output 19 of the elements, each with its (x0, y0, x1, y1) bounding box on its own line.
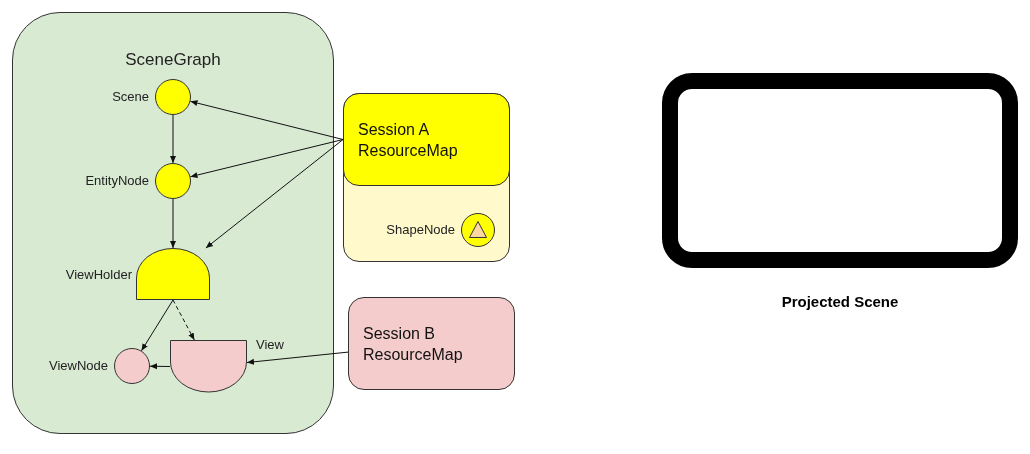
node-label: Session A ResourceMap (358, 119, 459, 161)
arrow (170, 198, 176, 249)
node-label: Projected Scene (780, 291, 900, 312)
arrow (141, 299, 174, 352)
node-label: SceneGraph (124, 49, 222, 71)
arrow (205, 139, 344, 249)
arrow (172, 299, 195, 341)
node-label: ShapeNode (386, 221, 455, 240)
node-label: Session B ResourceMap (363, 323, 464, 365)
node-label: View (256, 336, 284, 354)
arrow (170, 114, 176, 164)
arrow (246, 351, 349, 365)
node-label: Scene (112, 88, 149, 107)
arrow (189, 100, 344, 140)
node-label: ViewHolder (65, 265, 132, 284)
arrow (190, 139, 344, 178)
arrow (149, 363, 171, 370)
node-label: EntityNode (85, 172, 149, 191)
node-label: ViewNode (48, 357, 108, 376)
